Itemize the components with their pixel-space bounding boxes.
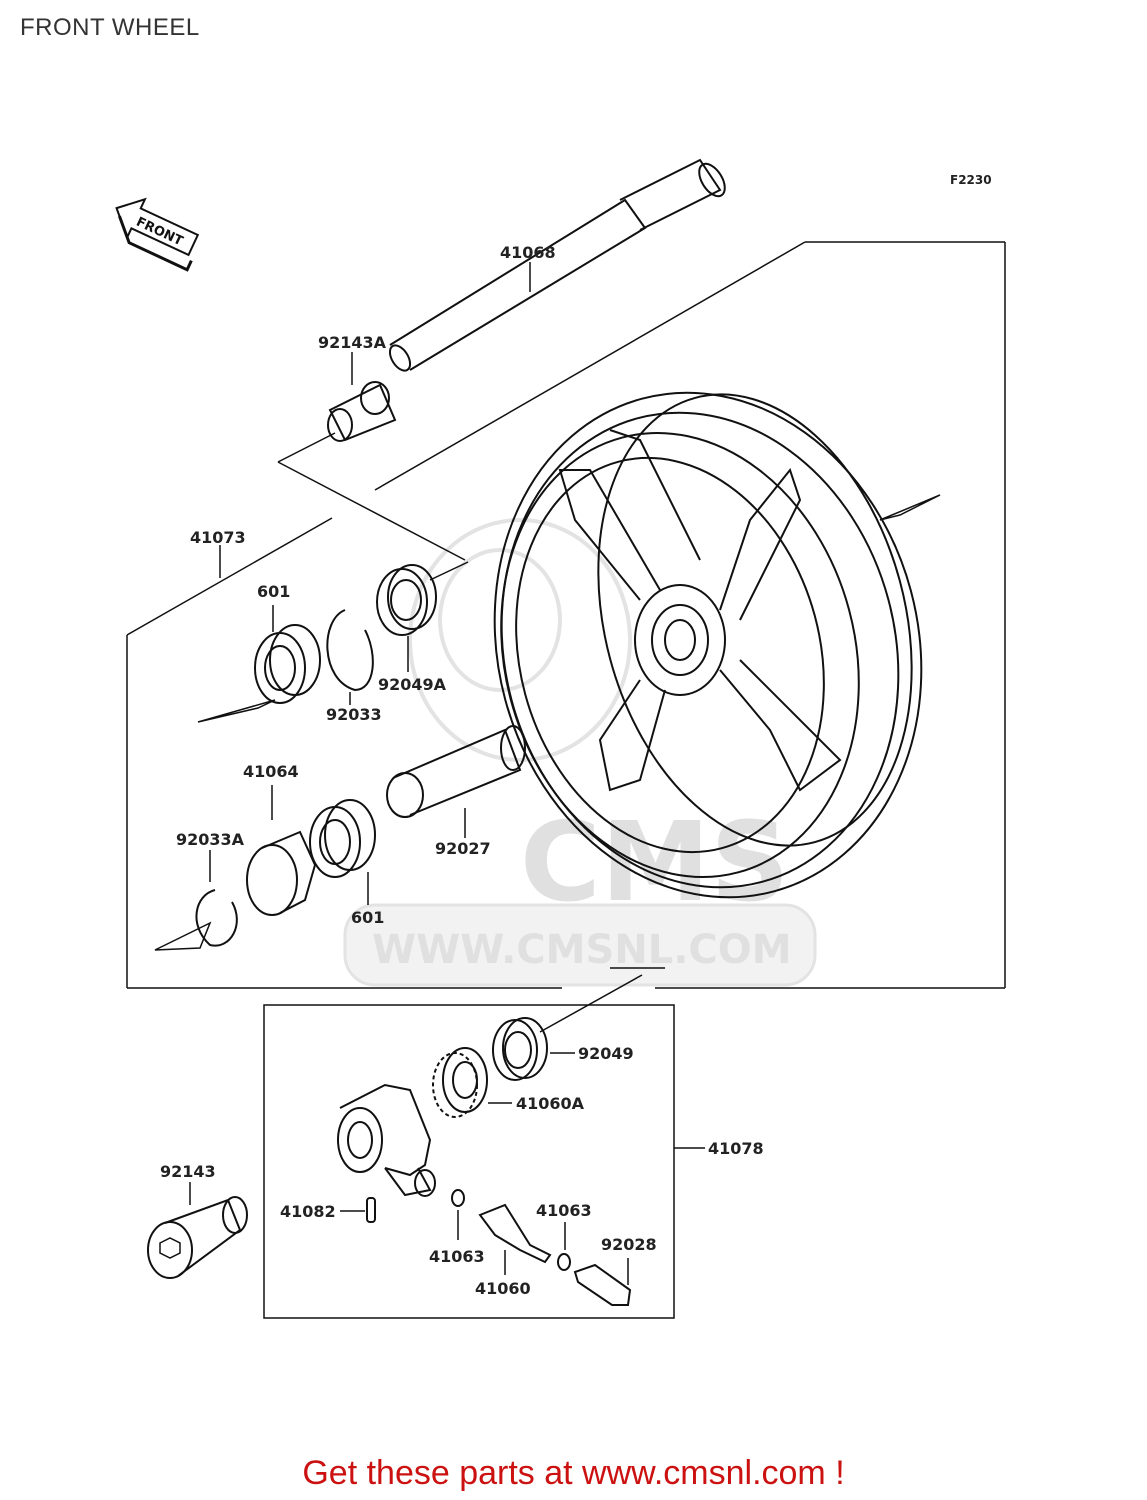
washer-41063-left: [451, 1189, 465, 1240]
washer-41063-right: [557, 1222, 571, 1271]
spacer-92143: [147, 1182, 248, 1279]
label-92049A: 92049A: [378, 675, 447, 694]
axle-41068: [388, 158, 726, 372]
figure-code: F2230: [950, 173, 992, 187]
gear-41060A: [432, 1047, 512, 1118]
bearing-601-top: [254, 605, 321, 704]
label-41064: 41064: [243, 762, 299, 781]
promo-link[interactable]: Get these parts at www.cmsnl.com !: [302, 1454, 845, 1492]
front-arrow-icon: FRONT: [115, 197, 200, 272]
label-92028: 92028: [601, 1235, 657, 1254]
watermark-site: WWW.CMSNL.COM: [372, 927, 792, 973]
label-41063-right: 41063: [536, 1201, 592, 1220]
collar-41064: [246, 785, 317, 916]
label-601-bottom: 601: [351, 908, 384, 927]
parts-diagram: CMS WWW.CMSNL.COM F2230 FRONT: [115, 158, 1006, 1319]
circlip-92033A: [195, 850, 238, 947]
seal-92049A: [376, 564, 437, 672]
pinion-41060: [478, 1203, 552, 1275]
label-41082: 41082: [280, 1202, 336, 1221]
label-41078: 41078: [708, 1139, 764, 1158]
gear-housing: [337, 1083, 436, 1197]
cms-watermark: CMS WWW.CMSNL.COM: [343, 518, 817, 987]
bushing-92028: [573, 1258, 632, 1306]
guide-lines: [126, 241, 1006, 1033]
seal-92049: [492, 1017, 575, 1081]
label-41060: 41060: [475, 1279, 531, 1298]
label-92143: 92143: [160, 1162, 216, 1181]
spacer-92143A: [327, 352, 397, 442]
label-92049: 92049: [578, 1044, 634, 1063]
label-41063-left: 41063: [429, 1247, 485, 1266]
spacer-92027: [386, 725, 526, 838]
label-41068: 41068: [500, 243, 556, 262]
bearing-601-bottom: [309, 799, 376, 905]
wheel-rim: [493, 391, 923, 899]
pin-41082: [340, 1197, 376, 1223]
label-92033A: 92033A: [176, 830, 245, 849]
label-601-top: 601: [257, 582, 290, 601]
circlip-92033: [326, 609, 374, 705]
label-92033: 92033: [326, 705, 382, 724]
label-92143A: 92143A: [318, 333, 387, 352]
label-41073: 41073: [190, 528, 246, 547]
gear-housing-box: [263, 1004, 705, 1319]
label-41060A: 41060A: [516, 1094, 585, 1113]
label-92027: 92027: [435, 839, 491, 858]
page-title: FRONT WHEEL: [20, 14, 200, 41]
watermark-logo: CMS: [520, 798, 789, 926]
